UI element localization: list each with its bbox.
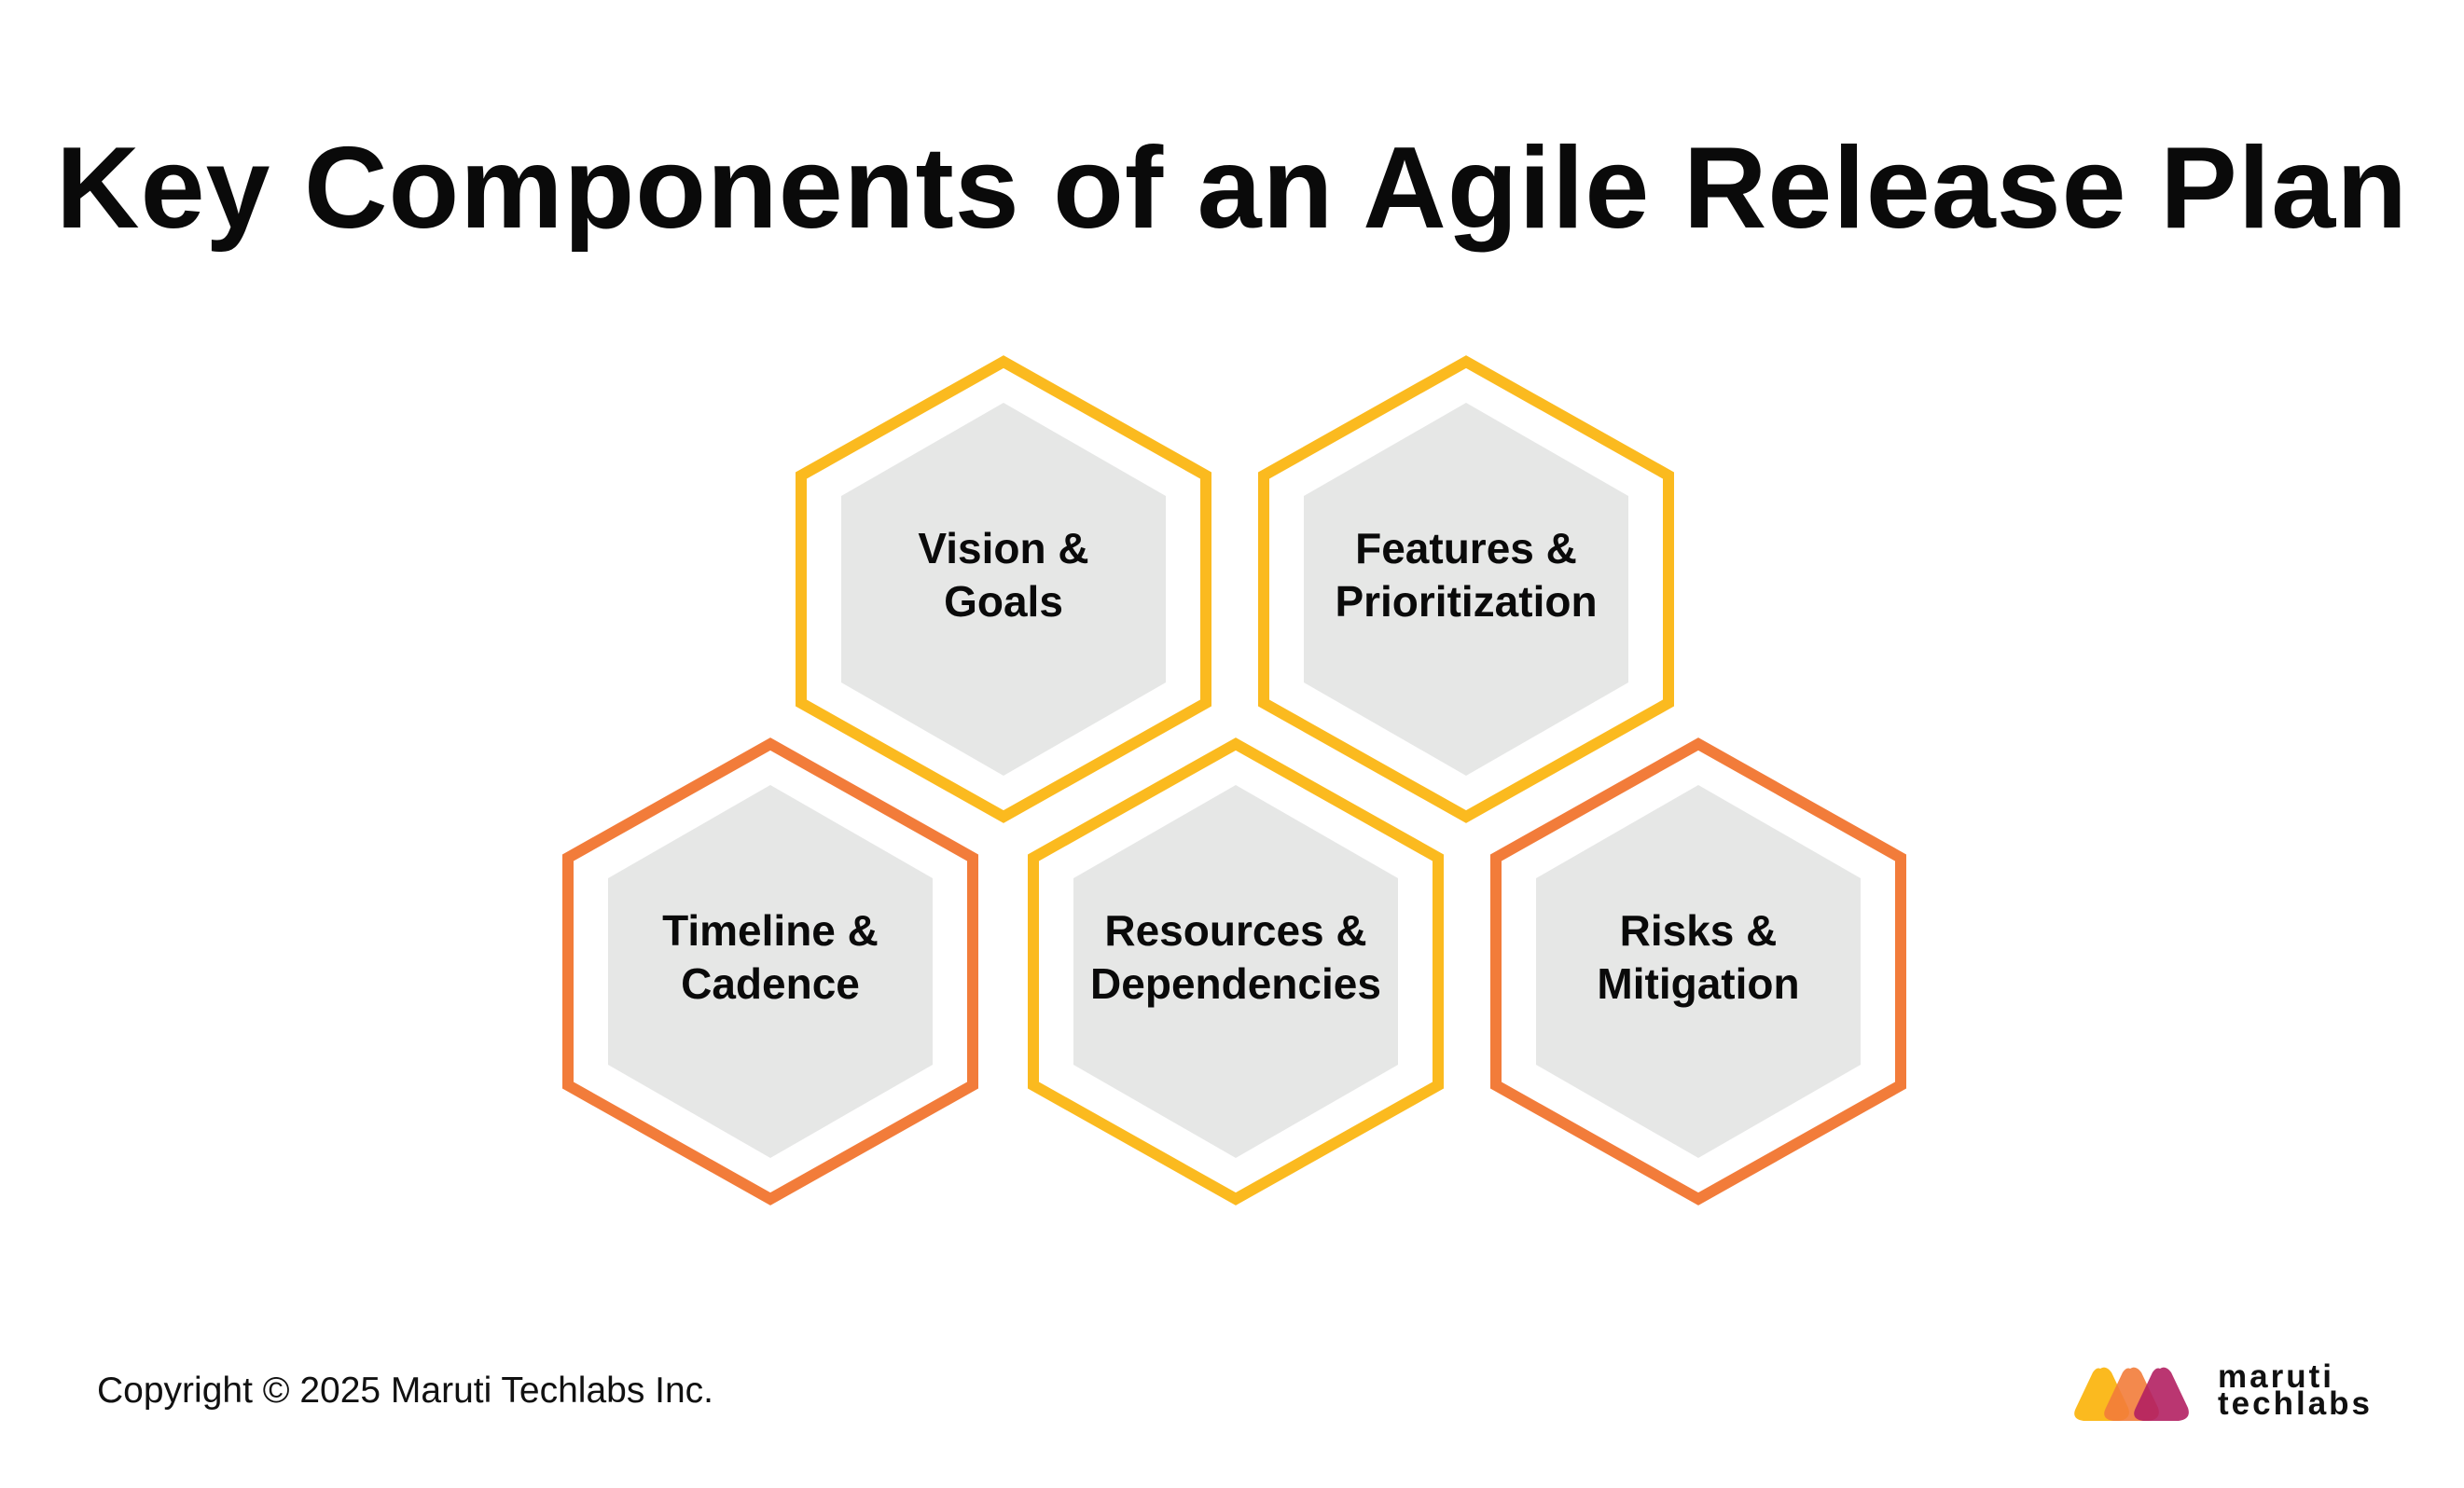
- hexagon-fill: [1536, 785, 1861, 1158]
- component-hexagon: Resources &Dependencies: [1028, 737, 1444, 1206]
- hexagon-fill: [841, 403, 1166, 776]
- logo-shape-3: [2134, 1367, 2189, 1421]
- component-hexagon: Features & Prioritization: [1258, 355, 1674, 823]
- component-label-line: Goals: [944, 577, 1063, 626]
- component-label: Timeline &Cadence: [662, 906, 879, 1008]
- component-label: Vision & Goals: [918, 524, 1088, 626]
- component-label-line: Vision &: [918, 524, 1088, 572]
- logo-line-1: maruti: [2218, 1358, 2334, 1395]
- component-hexagon: Timeline &Cadence: [562, 737, 978, 1206]
- component-label-line: Cadence: [681, 959, 860, 1008]
- hexagon-fill: [1073, 785, 1398, 1158]
- component-label-line: Prioritization: [1335, 577, 1597, 626]
- component-hexagon: Risks &Mitigation: [1490, 737, 1906, 1206]
- page-title: Key Components of an Agile Release Plan: [56, 124, 2408, 253]
- component-label: Resources &Dependencies: [1090, 906, 1381, 1008]
- component-label: Risks &Mitigation: [1597, 906, 1799, 1008]
- component-label-line: Dependencies: [1090, 959, 1381, 1008]
- component-label-line: Timeline &: [662, 906, 879, 955]
- hexagon-fill: [1304, 403, 1628, 776]
- logo-line-2: techlabs: [2218, 1385, 2373, 1422]
- logo-wordmark: maruti techlabs: [2218, 1358, 2373, 1422]
- component-label-line: Features &: [1355, 524, 1577, 572]
- maruti-techlabs-logo-icon: [2074, 1367, 2189, 1421]
- component-label-line: Risks &: [1620, 906, 1778, 955]
- copyright-text: Copyright © 2025 Maruti Techlabs Inc.: [97, 1371, 714, 1411]
- component-label-line: Mitigation: [1597, 959, 1799, 1008]
- component-label: Features & Prioritization: [1335, 524, 1597, 626]
- component-hexagon: Vision & Goals: [796, 355, 1211, 823]
- component-label-line: Resources &: [1104, 906, 1366, 955]
- hexagon-fill: [608, 785, 933, 1158]
